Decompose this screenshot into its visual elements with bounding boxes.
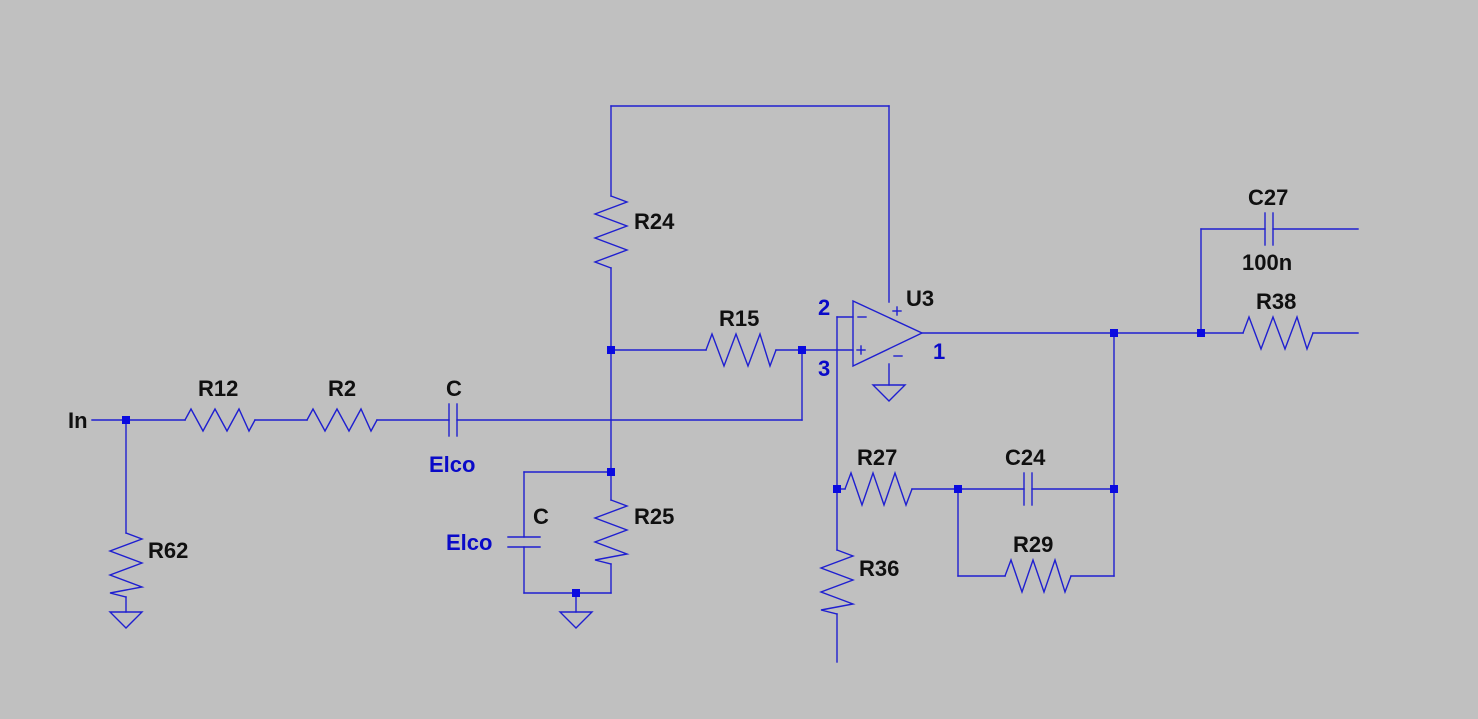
junction-r27-left xyxy=(833,485,841,493)
label-r38: R38 xyxy=(1256,289,1296,314)
wires xyxy=(91,105,1359,663)
ground-shunt-icon xyxy=(558,611,594,629)
junction-plus-input xyxy=(798,346,806,354)
label-r12: R12 xyxy=(198,376,238,401)
resistor-r27 xyxy=(844,470,913,508)
junction-r25-shunt xyxy=(607,468,615,476)
label-c-input: C xyxy=(446,376,462,401)
junction-c24-left xyxy=(954,485,962,493)
label-c27-value: 100n xyxy=(1242,250,1292,275)
ground-opamp-icon xyxy=(871,384,907,402)
label-elco-input: Elco xyxy=(429,452,475,477)
junction-c27 xyxy=(1197,329,1205,337)
label-r25: R25 xyxy=(634,504,674,529)
resistor-r24 xyxy=(593,195,629,269)
resistor-r15 xyxy=(705,331,777,369)
label-r27: R27 xyxy=(857,445,897,470)
label-elco-shunt: Elco xyxy=(446,530,492,555)
label-r2: R2 xyxy=(328,376,356,401)
label-pin-2: 2 xyxy=(818,295,830,320)
label-u3: U3 xyxy=(906,286,934,311)
resistor-r25 xyxy=(593,499,630,565)
label-r62: R62 xyxy=(148,538,188,563)
resistor-r36 xyxy=(819,549,856,615)
opamp-u3 xyxy=(852,299,924,368)
resistor-r62 xyxy=(108,532,145,598)
junction-r24-r15 xyxy=(607,346,615,354)
label-pin-1: 1 xyxy=(933,339,945,364)
label-in: In xyxy=(68,408,88,433)
junction-c24-right xyxy=(1110,485,1118,493)
ground-r62-icon xyxy=(108,611,144,629)
label-pin-3: 3 xyxy=(818,356,830,381)
resistor-r29 xyxy=(1004,557,1072,595)
label-c24: C24 xyxy=(1005,445,1046,470)
label-r15: R15 xyxy=(719,306,759,331)
resistor-r2 xyxy=(306,407,378,433)
label-c-shunt: C xyxy=(533,504,549,529)
resistor-r12 xyxy=(184,407,256,433)
label-c27: C27 xyxy=(1248,185,1288,210)
resistors xyxy=(108,195,1314,615)
capacitors xyxy=(448,212,1274,548)
opamp-triangle xyxy=(852,299,924,368)
resistor-r38 xyxy=(1242,314,1314,352)
junction-out-feedback xyxy=(1110,329,1118,337)
label-r24: R24 xyxy=(634,209,675,234)
label-r29: R29 xyxy=(1013,532,1053,557)
junction-in xyxy=(122,416,130,424)
grounds xyxy=(108,384,907,629)
label-r36: R36 xyxy=(859,556,899,581)
junctions xyxy=(122,329,1205,597)
junction-shunt-gnd xyxy=(572,589,580,597)
labels: In R12 R2 C Elco R62 R24 R15 R25 C Elco … xyxy=(68,185,1296,581)
